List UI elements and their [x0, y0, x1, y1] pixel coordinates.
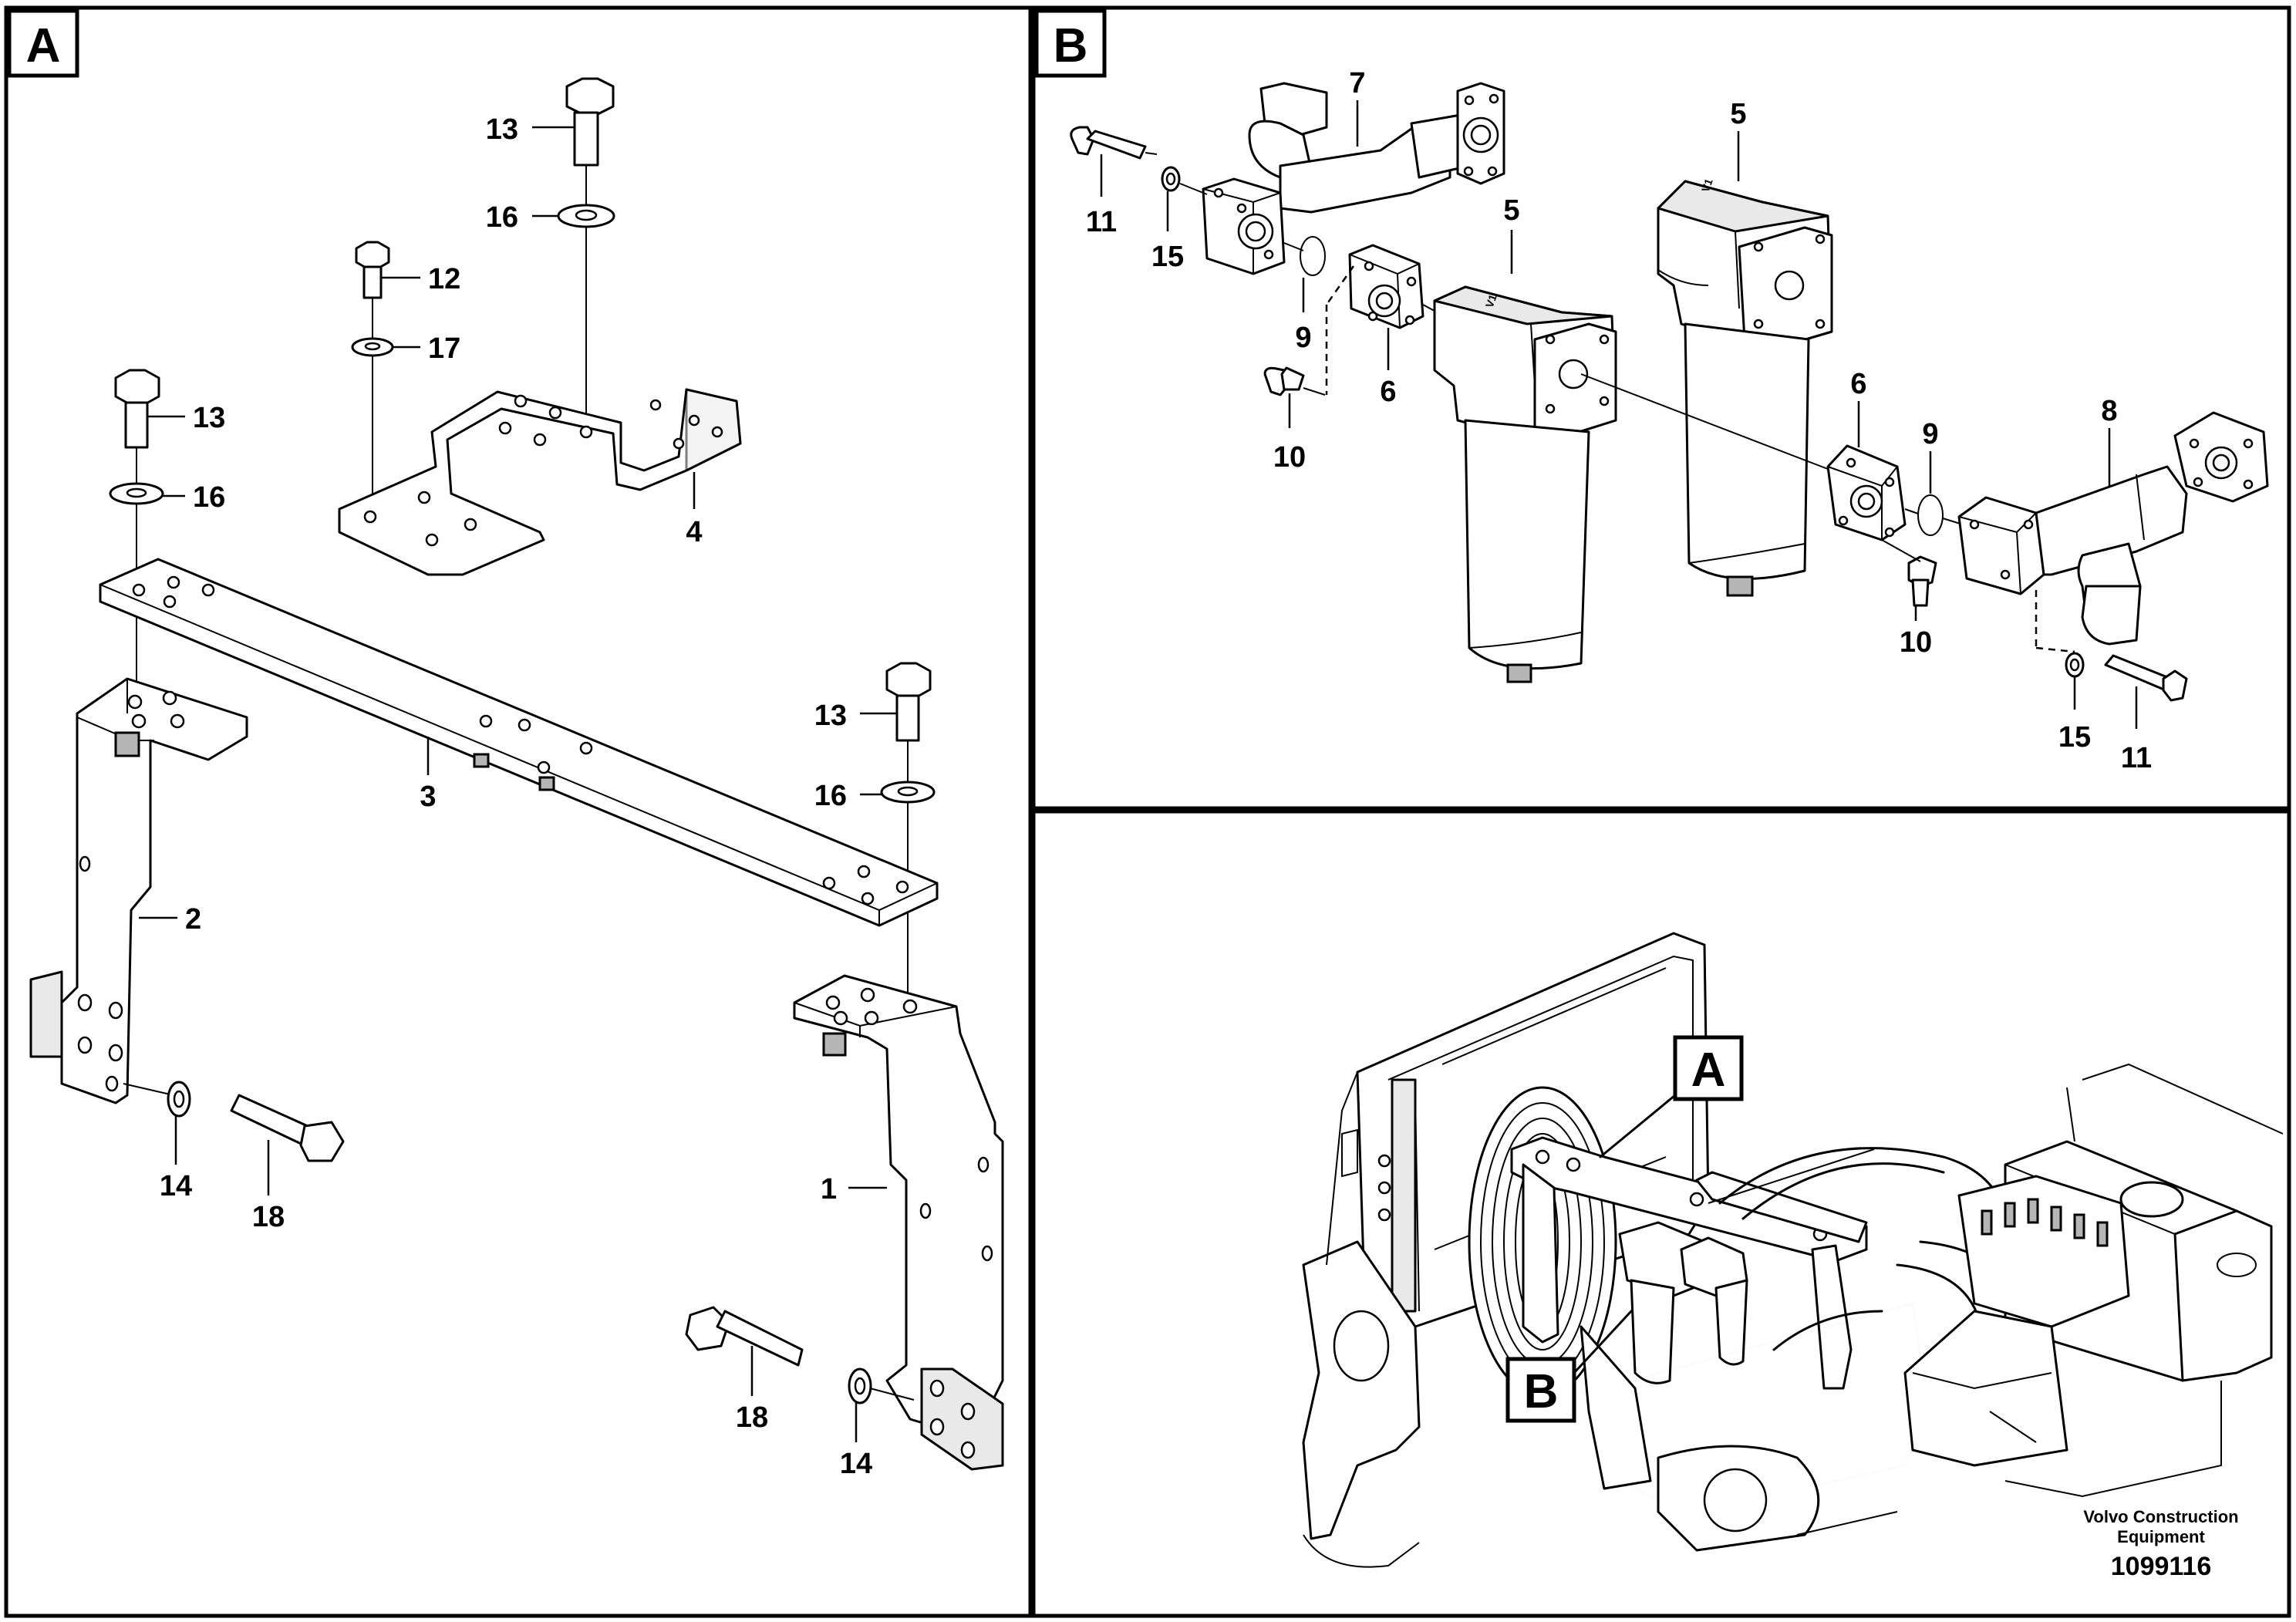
- leaders-panel-a: [139, 126, 897, 1442]
- panel-a-tag-label: A: [26, 19, 61, 73]
- callout-9-right: 9: [1922, 418, 1938, 450]
- callout-18-left: 18: [252, 1201, 285, 1233]
- bolt-13-left: [109, 369, 164, 710]
- callout-16-top: 16: [486, 201, 518, 234]
- svg-text:V1: V1: [1699, 177, 1715, 194]
- panel-overview-frame: [1031, 809, 2291, 1618]
- callout-6-right: 6: [1850, 368, 1866, 400]
- panel-a-tag: A: [7, 8, 79, 78]
- callout-11-right: 11: [2121, 742, 2152, 774]
- overview-tag-a-label: A: [1691, 1044, 1726, 1097]
- panel-b-frame: [1031, 5, 2291, 811]
- bar-3: [99, 558, 939, 927]
- bolt-18-left: [123, 1081, 345, 1162]
- panel-b-tag: B: [1034, 8, 1107, 78]
- callout-8: 8: [2101, 395, 2117, 427]
- callout-18-right: 18: [736, 1401, 768, 1434]
- bracket-4: [338, 388, 742, 576]
- overview-tag-b-label: B: [1524, 1365, 1559, 1418]
- panel-b-tag-label: B: [1054, 19, 1088, 73]
- overview-tag-b: B: [1505, 1310, 1633, 1423]
- panel-a-frame: [4, 5, 1033, 1618]
- screw-11-right: [2065, 652, 2188, 702]
- callout-14-left: 14: [160, 1170, 192, 1202]
- brand-line-2: Equipment: [2117, 1527, 2205, 1546]
- callout-13-right: 13: [814, 700, 847, 732]
- flange-6-right: [1826, 444, 1964, 541]
- callout-3: 3: [420, 781, 436, 813]
- callout-11-left: 11: [1086, 206, 1117, 238]
- figure-number: 1099116: [2111, 1552, 2212, 1581]
- pipe-7: [1202, 82, 1505, 275]
- overview-machine-drawing: [1302, 932, 2284, 1568]
- bracket-1: [793, 974, 1004, 1471]
- panel-a-drawing: 13 16 12 17 13 16 4 3 13 16 2 14 18 1 18…: [29, 77, 1004, 1480]
- pipe-8: [1957, 411, 2269, 653]
- filter-5-middle: V1: [1433, 285, 1617, 683]
- bolt-12: [351, 241, 394, 515]
- callout-2: 2: [185, 903, 201, 936]
- callout-15-right: 15: [2058, 721, 2091, 754]
- callout-17: 17: [428, 332, 460, 365]
- callout-1: 1: [821, 1173, 837, 1206]
- callout-4: 4: [686, 516, 702, 548]
- leaders-panel-b: [1100, 100, 2138, 729]
- brand-line-1: Volvo Construction: [2083, 1507, 2238, 1526]
- screw-11-left: [1070, 126, 1208, 195]
- svg-text:V1: V1: [1483, 292, 1499, 309]
- callout-16-left: 16: [193, 481, 225, 514]
- panel-b-drawing: V1 V1: [1070, 67, 2269, 774]
- callout-12: 12: [428, 263, 460, 295]
- screw-10-right: [1881, 539, 1937, 607]
- callout-16-right: 16: [814, 780, 847, 812]
- callout-6-left: 6: [1380, 376, 1396, 408]
- bolt-13-top: [557, 77, 615, 432]
- bolt-18-right: [685, 1306, 915, 1404]
- callout-15-left: 15: [1151, 241, 1184, 273]
- bracket-2: [29, 677, 248, 1104]
- callout-10-left: 10: [1273, 441, 1306, 474]
- callout-14-right: 14: [840, 1448, 872, 1480]
- callout-5-right: 5: [1730, 98, 1746, 130]
- callout-10-right: 10: [1900, 626, 1932, 659]
- screw-10-left: [1263, 366, 1305, 396]
- callout-13-left: 13: [193, 402, 225, 434]
- callout-5-middle: 5: [1503, 194, 1519, 227]
- overview-tag-a: A: [1599, 1035, 1744, 1158]
- callout-7: 7: [1349, 67, 1365, 99]
- callout-13-top: 13: [486, 113, 518, 146]
- callout-9-left: 9: [1295, 322, 1311, 354]
- filter-5-right: V1: [1657, 177, 1833, 597]
